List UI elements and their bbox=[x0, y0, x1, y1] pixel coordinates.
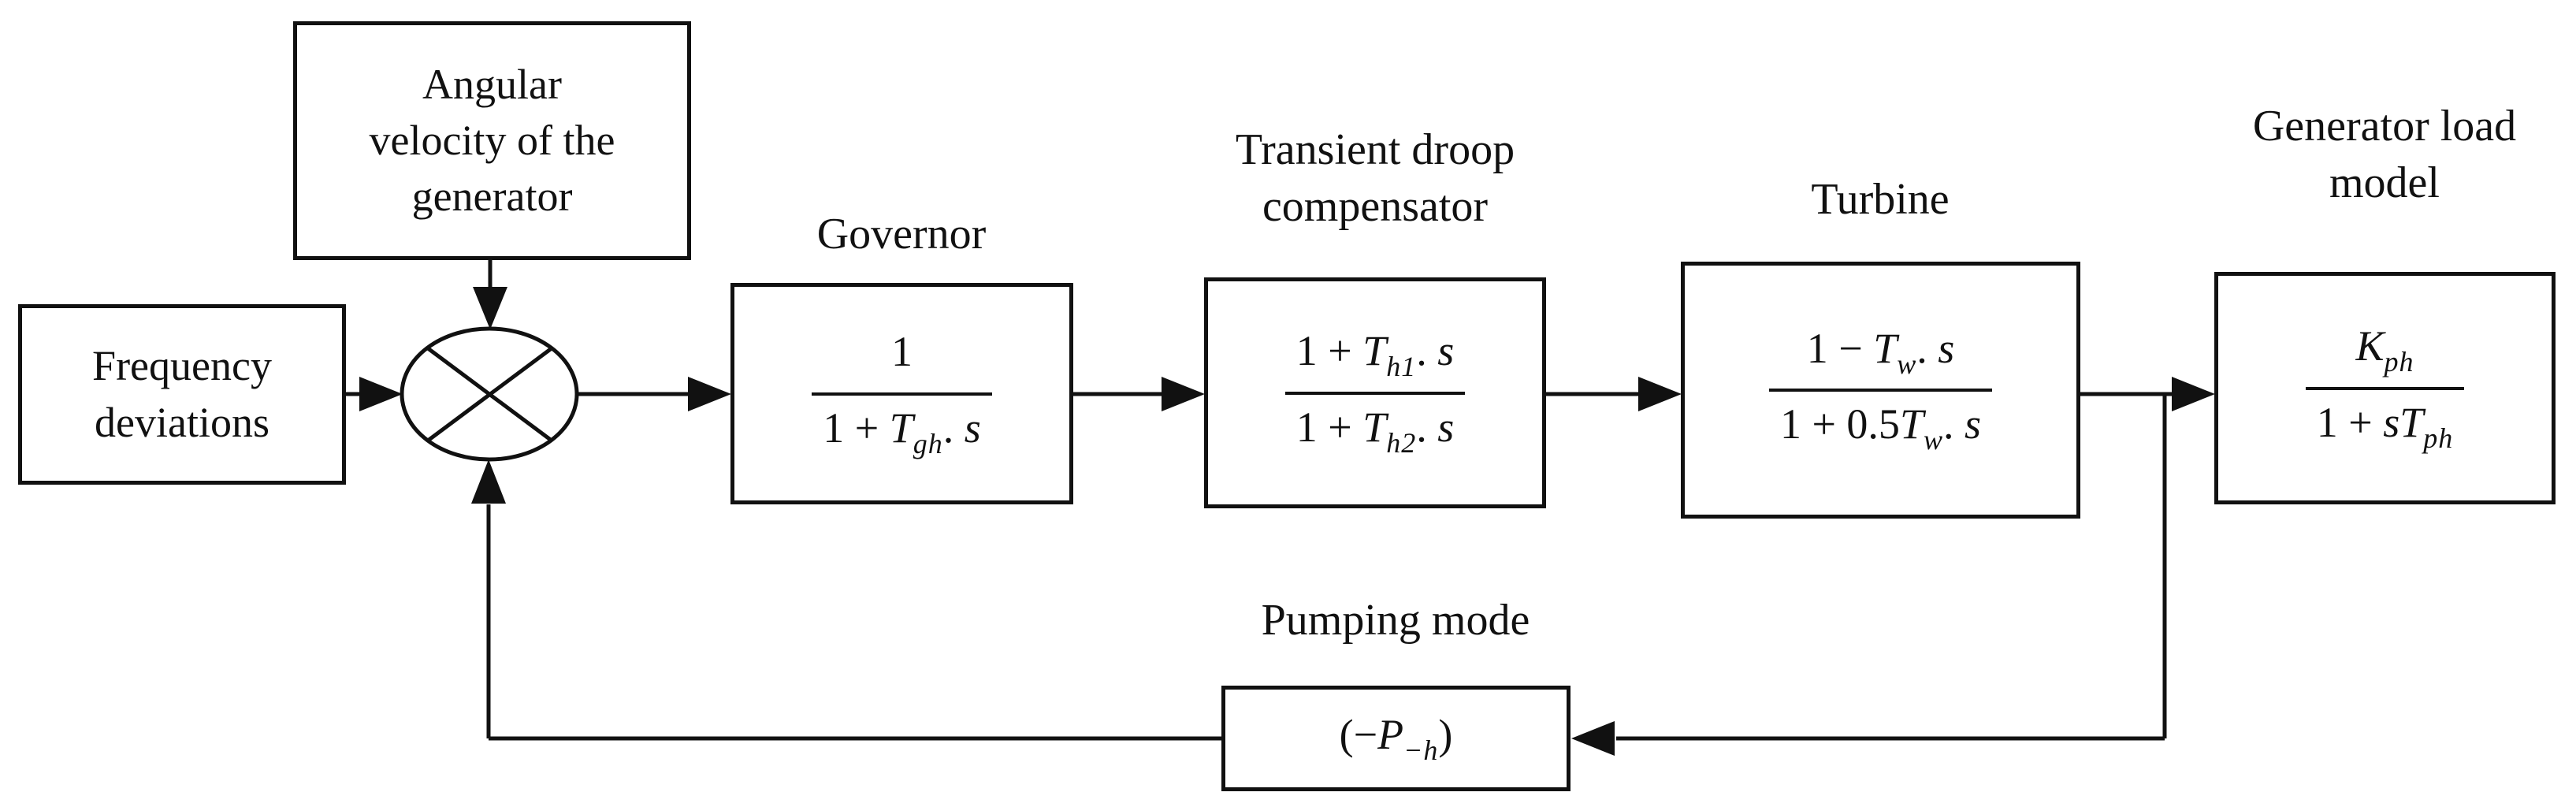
pumping-mode-label: Pumping mode bbox=[1199, 593, 1593, 649]
governor-label-line1: Governor bbox=[816, 210, 987, 258]
compensator-formula: 1 + Th1. s 1 + Th2. s bbox=[1284, 326, 1466, 459]
turbine-fraction-bar bbox=[1768, 389, 1993, 392]
governor-block: 1 1 + Tgh. s bbox=[730, 283, 1073, 504]
angular-velocity-line3: generator bbox=[411, 173, 573, 221]
pumping-mode-formula: (−P−h) bbox=[1339, 711, 1453, 766]
generator-load-label-line1: Generator load bbox=[2252, 102, 2517, 151]
arrowhead-into-compensator bbox=[1162, 377, 1205, 411]
turbine-formula: 1 − Tw. s 1 + 0.5Tw. s bbox=[1768, 324, 1993, 457]
turbine-label-line1: Turbine bbox=[1811, 175, 1950, 224]
turbine-denominator: 1 + 0.5Tw. s bbox=[1779, 400, 1982, 456]
arrowhead-into-pumping bbox=[1571, 721, 1615, 756]
compensator-fraction-bar bbox=[1284, 391, 1466, 395]
arrowhead-into-generator bbox=[2172, 377, 2215, 411]
governor-denominator: 1 + Tgh. s bbox=[823, 404, 981, 459]
frequency-deviations-line1: Frequency bbox=[92, 342, 272, 390]
generator-load-fraction-bar bbox=[2305, 386, 2465, 390]
generator-load-block: Kph 1 + sTph bbox=[2214, 272, 2556, 504]
governor-label: Governor bbox=[704, 206, 1098, 263]
arrowhead-into-sum-top bbox=[473, 287, 507, 329]
summing-junction bbox=[400, 326, 579, 462]
governor-fraction-bar bbox=[812, 392, 992, 396]
arrowhead-into-sum-left bbox=[359, 377, 403, 411]
generator-load-numerator: Kph bbox=[2355, 322, 2414, 378]
governor-formula: 1 1 + Tgh. s bbox=[812, 327, 992, 460]
compensator-numerator: 1 + Th1. s bbox=[1295, 327, 1455, 383]
generator-load-label-line2: model bbox=[2329, 158, 2440, 207]
compensator-label: Transient droop compensator bbox=[1178, 122, 1572, 235]
turbine-block: 1 − Tw. s 1 + 0.5Tw. s bbox=[1681, 262, 2080, 519]
frequency-deviations-box: Frequency deviations bbox=[18, 304, 346, 485]
turbine-label: Turbine bbox=[1683, 172, 2077, 229]
summing-junction-x-cross-line2 bbox=[426, 346, 553, 443]
arrowhead-into-sum-bottom bbox=[471, 459, 506, 504]
governor-numerator: 1 bbox=[891, 328, 913, 376]
turbine-numerator: 1 − Tw. s bbox=[1806, 324, 1955, 380]
compensator-label-line2: compensator bbox=[1262, 181, 1489, 231]
pumping-mode-label-line1: Pumping mode bbox=[1261, 596, 1530, 645]
compensator-denominator: 1 + Th2. s bbox=[1295, 403, 1455, 459]
generator-load-formula: Kph 1 + sTph bbox=[2305, 322, 2465, 455]
angular-velocity-line1: Angular bbox=[422, 60, 562, 108]
arrowhead-into-turbine bbox=[1638, 377, 1682, 411]
angular-velocity-line2: velocity of the bbox=[369, 116, 615, 164]
angular-velocity-box: Angular velocity of the generator bbox=[293, 21, 691, 260]
pumping-mode-block: (−P−h) bbox=[1221, 686, 1571, 791]
generator-load-label: Generator load model bbox=[2188, 99, 2576, 211]
frequency-deviations-line2: deviations bbox=[95, 398, 269, 446]
compensator-label-line1: Transient droop bbox=[1235, 125, 1515, 174]
arrowhead-into-governor bbox=[688, 377, 731, 411]
generator-load-denominator: 1 + sTph bbox=[2316, 398, 2454, 454]
compensator-block: 1 + Th1. s 1 + Th2. s bbox=[1204, 277, 1546, 508]
